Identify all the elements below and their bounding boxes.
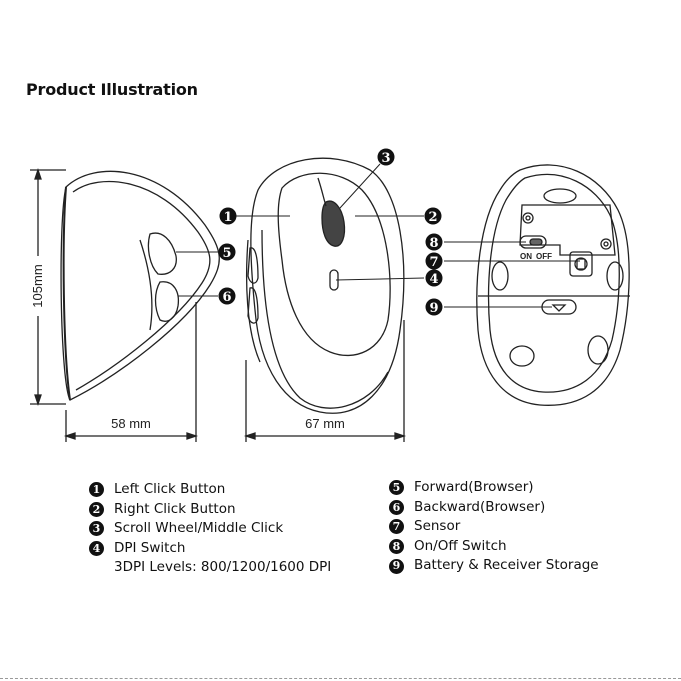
callout-badge-1: 1	[220, 208, 237, 226]
legend-label: Backward(Browser)	[414, 498, 545, 518]
height-dimension-label: 105mm	[30, 264, 45, 307]
thumb-rest-curve	[140, 240, 152, 330]
legend-number: 1	[89, 482, 104, 497]
switch-on-label: ON	[520, 252, 532, 261]
legend-item: 7 Sensor	[389, 517, 599, 537]
legend-label: Sensor	[414, 517, 460, 537]
glide-pad-left-upper	[492, 262, 508, 290]
glide-pad-left-lower	[510, 346, 534, 366]
legend-item: 5 Forward(Browser)	[389, 478, 599, 498]
callout-badge-3: 3	[378, 149, 395, 167]
front-view-inner-rim	[262, 230, 388, 408]
legend-label: Battery & Receiver Storage	[414, 556, 599, 576]
screw-right-inner	[604, 242, 608, 246]
front-width-label: 67 mm	[305, 416, 345, 431]
legend-item: 8 On/Off Switch	[389, 537, 599, 557]
legend-dpi-note: 3DPI Levels: 800/1200/1600 DPI	[89, 558, 331, 578]
svg-text:2: 2	[428, 210, 437, 225]
callout-badge-4: 4	[426, 270, 443, 288]
glide-pad-right-upper	[607, 262, 623, 290]
legend-item: 2 Right Click Button	[89, 500, 331, 520]
bottom-view-inner	[489, 174, 620, 392]
legend-number: 5	[389, 480, 404, 495]
svg-text:7: 7	[429, 255, 438, 270]
front-view	[247, 158, 404, 413]
legend-item: 1 Left Click Button	[89, 480, 331, 500]
legend-number: 2	[89, 502, 104, 517]
legend-label: Forward(Browser)	[414, 478, 534, 498]
screw-left	[523, 213, 533, 223]
svg-text:1: 1	[223, 210, 232, 225]
glide-pad-right-lower	[588, 336, 608, 364]
legend-number: 8	[389, 539, 404, 554]
svg-text:3: 3	[381, 151, 390, 166]
front-view-top-shell	[278, 173, 390, 355]
callout-badge-8: 8	[426, 234, 443, 252]
switch-off-label: OFF	[536, 252, 552, 261]
legend-number: 6	[389, 500, 404, 515]
legend-label: Left Click Button	[114, 480, 225, 500]
side-width-dimension: 58 mm	[66, 302, 196, 442]
side-width-label: 58 mm	[111, 416, 151, 431]
legend-right: 5 Forward(Browser) 6 Backward(Browser) 7…	[389, 478, 599, 576]
screw-right	[601, 239, 611, 249]
legend-number: 3	[89, 521, 104, 536]
legend-label: DPI Switch	[114, 539, 185, 559]
front-view-outer	[251, 158, 404, 413]
battery-release-arrow	[553, 305, 565, 311]
callout-badge-9: 9	[426, 299, 443, 317]
scroll-wheel	[322, 201, 345, 246]
legend-item: 9 Battery & Receiver Storage	[389, 556, 599, 576]
legend-label: Right Click Button	[114, 500, 236, 520]
button-split-line	[318, 178, 326, 206]
front-thumb-button-a	[248, 248, 258, 283]
legend-item: 4 DPI Switch	[89, 539, 331, 559]
callout-leaders	[176, 164, 580, 307]
svg-text:4: 4	[429, 272, 438, 287]
svg-text:5: 5	[222, 246, 231, 261]
callout-badge-7: 7	[426, 253, 443, 271]
legend-item: 3 Scroll Wheel/Middle Click	[89, 519, 331, 539]
svg-text:6: 6	[222, 290, 231, 305]
top-glide-pad	[544, 189, 576, 203]
bottom-view: ON OFF	[477, 165, 630, 405]
svg-text:8: 8	[429, 236, 438, 251]
on-off-switch-knob	[530, 239, 542, 245]
legend-number: 7	[389, 519, 404, 534]
legend-number: 9	[389, 559, 404, 574]
side-view-inner-edge	[73, 181, 210, 390]
forward-button	[148, 233, 176, 274]
legend-label: Scroll Wheel/Middle Click	[114, 519, 283, 539]
backward-button	[156, 282, 179, 321]
callout-badge-2: 2	[425, 208, 442, 226]
callout-badge-6: 6	[219, 288, 236, 306]
legend-label: On/Off Switch	[414, 537, 507, 557]
page-bottom-rule	[0, 678, 681, 679]
bottom-view-outline	[477, 165, 629, 405]
svg-text:9: 9	[429, 301, 438, 316]
callout-badge-5: 5	[219, 244, 236, 262]
screw-left-inner	[526, 216, 530, 220]
legend-number: 4	[89, 541, 104, 556]
legend-item: 6 Backward(Browser)	[389, 498, 599, 518]
legend-left: 1 Left Click Button 2 Right Click Button…	[89, 480, 331, 578]
